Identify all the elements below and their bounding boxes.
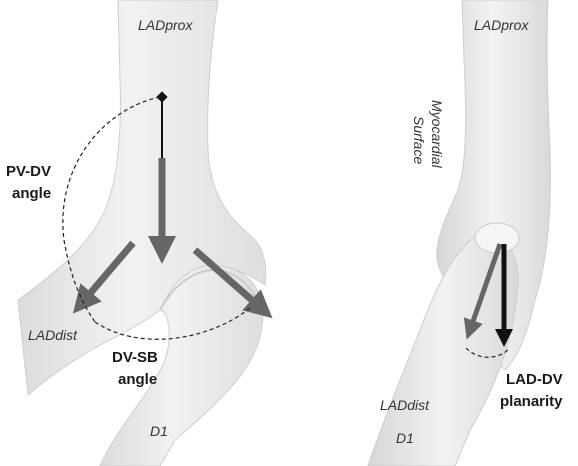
lad-dv-planarity-label-2: planarity xyxy=(500,393,563,410)
right-d1-label: D1 xyxy=(396,430,414,446)
left-ladprox-label: LADprox xyxy=(138,17,193,33)
pv-dv-angle-label-1: PV-DV xyxy=(6,163,51,180)
right-panel: LADprox LADdist D1 Myocardial Surface LA… xyxy=(368,0,563,466)
left-d1-label: D1 xyxy=(150,423,168,439)
right-laddist-label: LADdist xyxy=(380,397,430,413)
dv-sb-angle-label-1: DV-SB xyxy=(112,349,158,366)
right-ladprox-label: LADprox xyxy=(474,17,529,33)
lad-dv-planarity-label-1: LAD-DV xyxy=(506,371,563,388)
myocardial-surface-label-2: Surface xyxy=(411,116,427,164)
myocardial-surface-label-1: Myocardial xyxy=(429,100,445,169)
left-laddist-label: LADdist xyxy=(28,327,78,343)
pv-dv-angle-label-2: angle xyxy=(12,185,51,202)
left-panel: LADprox LADdist D1 PV-DV angle DV-SB ang… xyxy=(6,0,266,466)
dv-sb-angle-label-2: angle xyxy=(118,371,157,388)
